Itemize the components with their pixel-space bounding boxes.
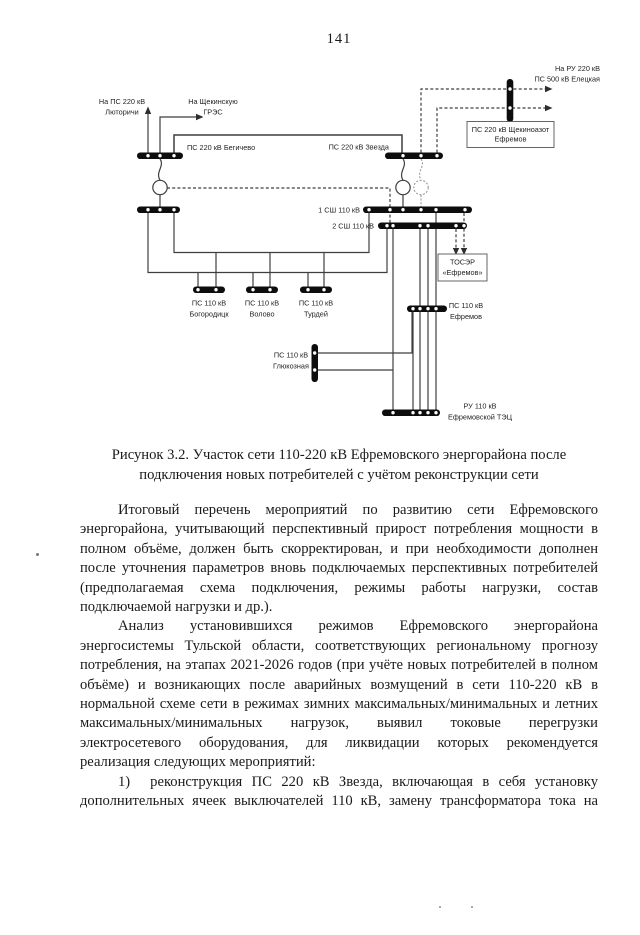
bus-sh1-110	[363, 206, 472, 213]
label-bogoroditsk: ПС 110 кВ	[192, 299, 226, 308]
label-volovo: ПС 110 кВ	[245, 299, 279, 308]
list-item-text: реконструкция ПС 220 кВ Звезда, включающ…	[80, 773, 598, 810]
svg-text:Волово: Волово	[249, 310, 274, 319]
arrowheads	[144, 85, 553, 255]
busbars	[137, 79, 514, 416]
label-glukoznaya: ПС 110 кВ	[274, 351, 308, 360]
body-text: Итоговый перечень мероприятий по развити…	[80, 501, 598, 812]
label-turdey: ПС 110 кВ	[299, 299, 333, 308]
network-diagram: На РУ 220 кВ ПС 500 кВ Елецкая На ПС 220…	[75, 55, 615, 440]
label-tec: РУ 110 кВ	[463, 402, 496, 411]
paragraph-1: Итоговый перечень мероприятий по развити…	[80, 502, 598, 616]
svg-text:Турдей: Турдей	[304, 310, 328, 319]
label-eletskaya: На РУ 220 кВ	[555, 64, 600, 73]
label-begichevo: ПС 220 кВ Бегичево	[187, 143, 255, 152]
arrow-right-eletskaya-2	[545, 104, 553, 112]
bus-zvezda-220	[385, 152, 443, 159]
arrow-up-lyutorichi	[144, 106, 152, 114]
list-item-number: 1)	[118, 773, 131, 790]
label-toser: ТОСЭР	[450, 258, 475, 267]
bus-efremov-tec	[382, 409, 440, 416]
label-gres: На Щекинскую	[188, 97, 238, 106]
toser-box	[437, 253, 488, 282]
svg-text:Люторичи: Люторичи	[105, 108, 138, 117]
arrow-down-toser-2	[460, 248, 468, 255]
bus-efremov	[407, 305, 447, 312]
label-lyutorichi: На ПС 220 кВ	[99, 97, 145, 106]
bus-volovo	[246, 286, 278, 293]
feeder-upper	[173, 213, 370, 254]
zvezda-t1-lead	[400, 158, 406, 181]
network-diagram-svg: На РУ 220 кВ ПС 500 кВ Елецкая На ПС 220…	[99, 64, 600, 422]
svg-text:Ефремов: Ефремов	[495, 135, 527, 144]
zvezda-t2-planned-transformer	[413, 158, 429, 207]
figure-caption: Рисунок 3.2. Участок сети 110-220 кВ Ефр…	[80, 445, 598, 485]
svg-text:Богородицк: Богородицк	[189, 310, 229, 319]
arrow-right-eletskaya-1	[545, 85, 553, 93]
scan-artifact-dot	[36, 553, 39, 556]
label-zvezda: ПС 220 кВ Звезда	[329, 143, 390, 152]
zvezda-t1-circle	[395, 179, 411, 196]
scan-artifact-dot	[439, 906, 441, 908]
bus-begichevo-110	[137, 206, 180, 213]
svg-text:Ефремов: Ефремов	[450, 312, 482, 321]
scan-artifact-dot	[471, 906, 473, 908]
zvezda-t2-lead	[419, 158, 423, 181]
line-220-begichevo-zvezda	[173, 134, 403, 153]
bus-glukoznaya	[311, 344, 318, 382]
feeder-lower	[147, 213, 388, 274]
paragraph-2: Анализ установившихся режимов Ефремовско…	[80, 618, 598, 771]
paragraph-list-item-1: 1)реконструкция ПС 220 кВ Звезда, включа…	[80, 773, 598, 812]
bus-turdey	[300, 286, 332, 293]
bus-begichevo-220	[137, 152, 183, 159]
label-bus1: 1 СШ 110 кВ	[318, 206, 360, 215]
bus-sh2-110	[378, 222, 467, 229]
boxes	[437, 121, 555, 282]
svg-text:«Ефремов»: «Ефремов»	[442, 268, 482, 277]
bus-bogoroditsk	[193, 286, 225, 293]
label-azot: ПС 220 кВ Щекиноазот	[472, 125, 550, 134]
svg-text:Глюкозная: Глюкозная	[273, 362, 309, 371]
diagram-labels: На РУ 220 кВ ПС 500 кВ Елецкая На ПС 220…	[99, 64, 600, 422]
svg-text:ПС 500 кВ Елецкая: ПС 500 кВ Елецкая	[534, 75, 600, 84]
azot-box	[466, 121, 555, 148]
arrow-right-gres	[196, 113, 204, 121]
page-number: 141	[326, 31, 352, 47]
line-to-gres	[159, 116, 196, 153]
planned-line-eletskaya-1	[420, 88, 545, 153]
label-efremov: ПС 110 кВ	[449, 301, 483, 310]
svg-text:ГРЭС: ГРЭС	[203, 108, 222, 117]
figure-caption-line2: подключения новых потребителей с учётом …	[139, 467, 539, 483]
label-bus2: 2 СШ 110 кВ	[332, 222, 374, 231]
svg-text:Ефремовской ТЭЦ: Ефремовской ТЭЦ	[448, 413, 513, 422]
arrow-down-toser-1	[452, 248, 460, 255]
zvezda-t2-circle	[413, 179, 429, 196]
figure-caption-line1: Рисунок 3.2. Участок сети 110-220 кВ Ефр…	[111, 447, 567, 463]
line-glukoznaya-efremov	[318, 312, 413, 354]
begichevo-transformer-lead	[157, 158, 163, 181]
bus-azot	[506, 79, 514, 122]
begichevo-transformer-circle	[152, 179, 168, 196]
solid-lines	[147, 113, 437, 410]
